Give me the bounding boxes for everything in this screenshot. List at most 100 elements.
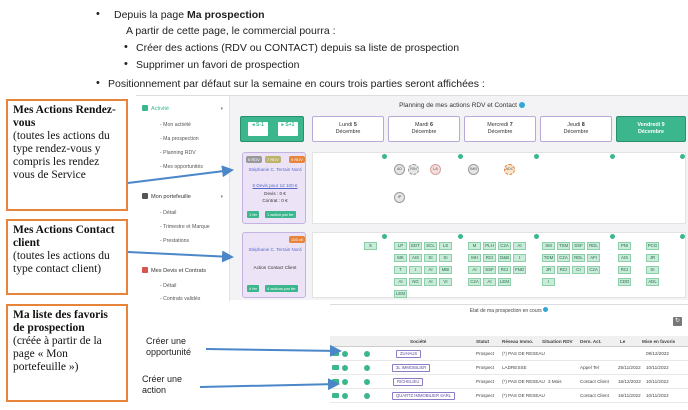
rdv-devis-link[interactable]: 5 Devis pour 12 100 € — [252, 183, 298, 188]
info-icon[interactable] — [543, 307, 549, 312]
contact-tag[interactable]: RDL — [572, 254, 585, 262]
sidebar-item-mes-devis[interactable]: Mes Devis et Contrats — [142, 267, 206, 274]
header-statut[interactable]: Statut — [476, 339, 490, 344]
contact-tag[interactable]: JR — [646, 254, 659, 262]
contact-tag[interactable]: AI — [468, 266, 481, 274]
sidebar-item-ma-prospection[interactable]: - Ma prospection — [160, 136, 199, 142]
sidebar-item-contrats[interactable]: - Contrats validés — [160, 296, 201, 302]
rdv-circle[interactable]: IMB — [468, 164, 479, 175]
add-rdv-icon[interactable] — [534, 154, 539, 159]
sidebar-item-activite[interactable]: Activité — [142, 105, 169, 112]
contact-tag[interactable]: EDT — [409, 242, 422, 250]
rdv-actions-button[interactable]: 1 action par fer — [265, 211, 296, 218]
rdv-count-button[interactable]: 1 fer — [247, 211, 260, 218]
societe-badge[interactable]: QUARTZ IMMOBILIER SARL — [392, 392, 456, 400]
contact-tag[interactable]: LEM — [498, 278, 511, 286]
sidebar-item-detail[interactable]: - Détail — [160, 210, 177, 216]
create-opportunity-icon[interactable] — [342, 379, 348, 385]
contact-count-button[interactable]: 4 fer — [247, 285, 260, 292]
contact-tag[interactable]: LP — [394, 242, 407, 250]
societe-badge[interactable]: ZUHAUS — [396, 350, 422, 358]
contact-tag[interactable]: PLH — [483, 242, 496, 250]
header-situation[interactable]: Situation RDV — [542, 339, 573, 344]
contact-tag[interactable]: SSF — [483, 266, 496, 274]
header-reseau[interactable]: Réseau Immo. — [502, 339, 534, 344]
contact-tag[interactable]: LS — [439, 242, 452, 250]
contact-tag[interactable]: MBI — [439, 266, 452, 274]
folder-icon[interactable] — [332, 351, 339, 356]
contact-tag[interactable]: C2A — [468, 278, 481, 286]
sidebar-item-mon-portefeuille[interactable]: Mon portefeuille — [142, 193, 191, 200]
sidebar-item-trimestre[interactable]: - Trimestre et Marque — [160, 224, 210, 230]
sidebar-item-detail-2[interactable]: - Détail — [160, 283, 177, 289]
create-action-icon[interactable] — [364, 379, 370, 385]
contact-tag[interactable]: SI — [646, 266, 659, 274]
prev-week-button[interactable]: ◂ S-1 — [248, 122, 268, 136]
create-action-icon[interactable] — [364, 393, 370, 399]
rdv-circle[interactable]: IP — [394, 192, 405, 203]
header-dern-act[interactable]: Dern. Act. — [580, 339, 602, 344]
contact-tag[interactable]: I — [409, 266, 422, 274]
contact-tag[interactable]: AI — [394, 278, 407, 286]
contact-tag[interactable]: VI — [439, 278, 452, 286]
header-mise[interactable]: Mise en favoris — [642, 339, 676, 344]
add-contact-icon[interactable] — [458, 234, 463, 239]
contact-tag[interactable]: ADL — [646, 278, 659, 286]
add-rdv-icon[interactable] — [680, 154, 685, 159]
contact-tag[interactable]: AI — [424, 266, 437, 274]
contact-tag[interactable]: LEM — [394, 290, 407, 298]
sidebar-item-planning-rdv[interactable]: - Planning RDV — [160, 150, 196, 156]
add-rdv-icon[interactable] — [382, 154, 387, 159]
next-week-button[interactable]: ▸ S+1 — [278, 122, 298, 136]
rdv-circle[interactable]: RIN — [408, 164, 419, 175]
contact-tag[interactable]: AI — [424, 278, 437, 286]
add-contact-icon[interactable] — [680, 234, 685, 239]
contact-tag[interactable]: T — [394, 266, 407, 274]
contact-tag[interactable]: AI — [513, 242, 526, 250]
create-opportunity-icon[interactable] — [342, 365, 348, 371]
rdv-circle[interactable]: LA — [430, 164, 441, 175]
folder-icon[interactable] — [332, 393, 339, 398]
contact-tag[interactable]: SI — [424, 254, 437, 262]
contact-tag[interactable]: RCI — [498, 266, 511, 274]
add-rdv-icon[interactable] — [458, 154, 463, 159]
societe-badge[interactable]: RICHELIEU — [393, 378, 424, 386]
info-icon[interactable] — [518, 102, 525, 108]
add-rdv-icon[interactable] — [610, 154, 615, 159]
contact-tag[interactable]: SSF — [572, 242, 585, 250]
header-societe[interactable]: Société — [410, 339, 427, 344]
contact-tag[interactable]: MK — [394, 254, 407, 262]
folder-icon[interactable] — [332, 365, 339, 370]
contact-tag[interactable]: S — [364, 242, 377, 250]
contact-tag[interactable]: CDD — [618, 278, 631, 286]
refresh-icon[interactable]: ↻ — [673, 317, 682, 326]
contact-actions-button[interactable]: 4 actions par fer — [265, 285, 298, 292]
contact-tag[interactable]: RCI — [618, 266, 631, 274]
societe-badge[interactable]: 3L IMMOBILIER — [392, 364, 431, 372]
contact-tag[interactable]: AFI — [587, 254, 600, 262]
add-contact-icon[interactable] — [382, 234, 387, 239]
contact-tag[interactable]: C2A — [587, 266, 600, 274]
sidebar-item-mes-opportunites[interactable]: - Mes opportunités — [160, 164, 203, 170]
contact-tag[interactable]: SCL — [424, 242, 437, 250]
contact-tag[interactable]: MH — [468, 254, 481, 262]
sidebar-item-mon-activite[interactable]: - Mon activité — [160, 122, 191, 128]
contact-tag[interactable]: C2A — [557, 254, 570, 262]
add-contact-icon[interactable] — [610, 234, 615, 239]
contact-tag[interactable]: M — [468, 242, 481, 250]
create-action-icon[interactable] — [364, 365, 370, 371]
contact-tag[interactable]: I — [513, 254, 526, 262]
contact-tag[interactable]: JR — [542, 266, 555, 274]
contact-tag[interactable]: D&B — [498, 254, 511, 262]
contact-tag[interactable]: AI — [483, 278, 496, 286]
contact-tag[interactable]: RDL — [587, 242, 600, 250]
contact-tag[interactable]: PNI — [618, 242, 631, 250]
contact-tag[interactable]: C2A — [498, 242, 511, 250]
contact-tag[interactable]: FND — [513, 266, 526, 274]
contact-tag[interactable]: TDM — [542, 254, 555, 262]
rdv-circle[interactable]: ADC — [504, 164, 515, 175]
contact-tag[interactable]: AIS — [618, 254, 631, 262]
add-contact-icon[interactable] — [534, 234, 539, 239]
create-opportunity-icon[interactable] — [342, 351, 348, 357]
contact-tag[interactable]: SI — [439, 254, 452, 262]
